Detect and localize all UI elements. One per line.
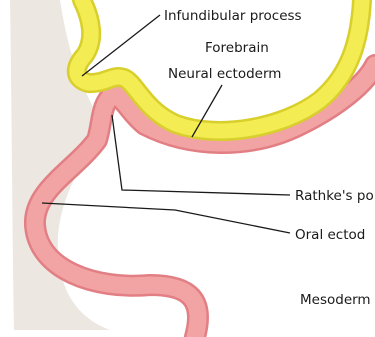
leader-oral-ectoderm	[42, 203, 290, 233]
label-rathkes-pouch: Rathke's po	[295, 188, 374, 204]
label-infundibular-process: Infundibular process	[164, 8, 302, 24]
label-neural-ectoderm: Neural ectoderm	[168, 66, 281, 82]
label-forebrain: Forebrain	[205, 40, 269, 56]
label-mesoderm: Mesoderm	[300, 292, 371, 308]
label-oral-ectoderm: Oral ectod	[295, 227, 365, 243]
